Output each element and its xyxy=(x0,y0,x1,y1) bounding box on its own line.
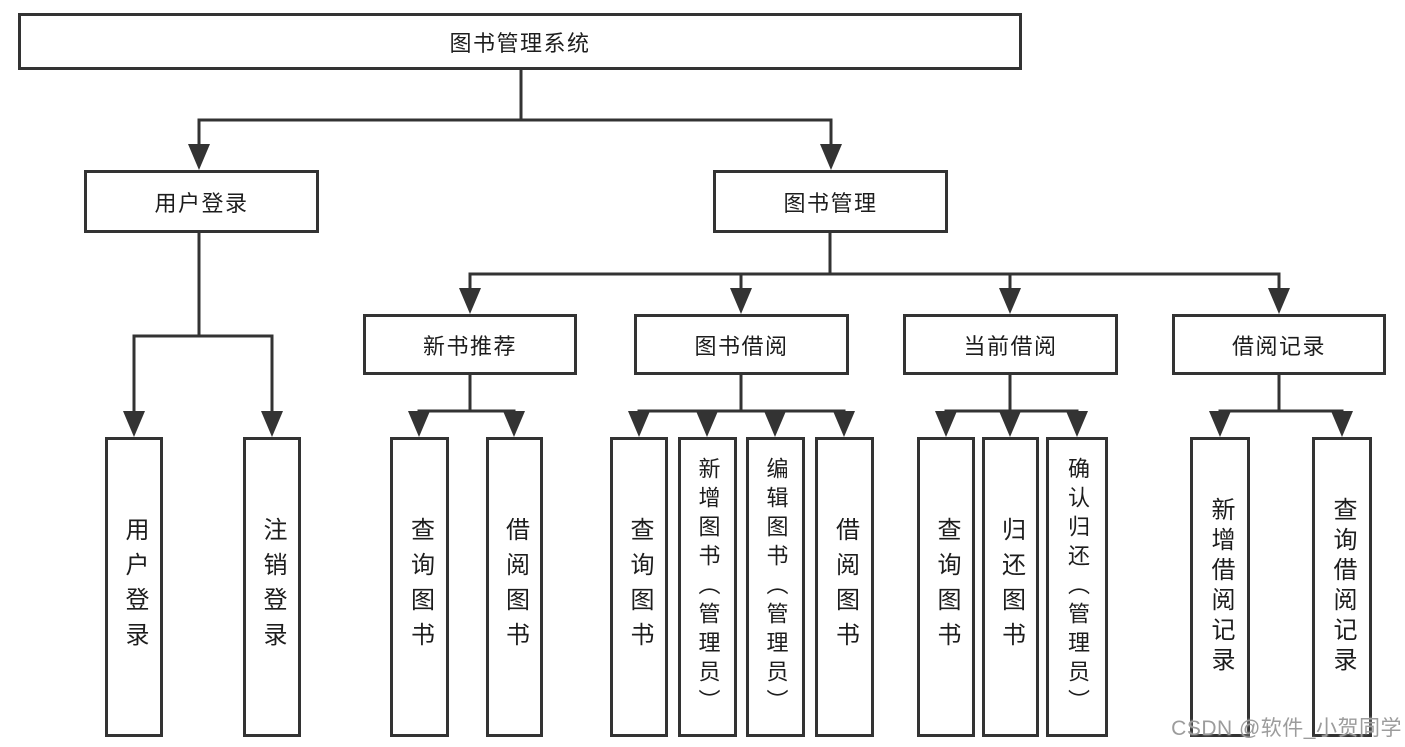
node-library-management-system: 图书管理系统 xyxy=(18,13,1022,70)
leaf-logout: 注销登录 xyxy=(243,437,301,737)
arrow-down-icon xyxy=(1066,411,1088,437)
leaf-confirm-return-admin: 确认归还（管理员） xyxy=(1046,437,1108,737)
node-current-borrow: 当前借阅 xyxy=(903,314,1118,375)
node-book-management-group: 图书管理 xyxy=(713,170,948,233)
arrow-down-icon xyxy=(503,411,525,437)
node-book-borrow: 图书借阅 xyxy=(634,314,849,375)
arrow-down-icon xyxy=(188,144,210,170)
arrow-down-icon xyxy=(999,288,1021,314)
arrow-down-icon xyxy=(730,288,752,314)
node-new-book-recommend: 新书推荐 xyxy=(363,314,577,375)
leaf-query-books-current: 查询图书 xyxy=(917,437,975,737)
node-user-login-group: 用户登录 xyxy=(84,170,319,233)
watermark: CSDN @软件_小贺同学 xyxy=(1171,717,1402,740)
leaf-borrow-books: 借阅图书 xyxy=(815,437,874,737)
leaf-edit-book-admin: 编辑图书（管理员） xyxy=(746,437,805,737)
arrow-down-icon xyxy=(820,144,842,170)
leaf-add-book-admin: 新增图书（管理员） xyxy=(678,437,737,737)
arrow-down-icon xyxy=(1331,411,1353,437)
arrow-down-icon xyxy=(261,411,283,437)
arrow-down-icon xyxy=(628,411,650,437)
arrow-down-icons xyxy=(123,144,1353,437)
arrow-down-icon xyxy=(696,411,718,437)
arrow-down-icon xyxy=(833,411,855,437)
node-borrow-records: 借阅记录 xyxy=(1172,314,1386,375)
leaf-user-login: 用户登录 xyxy=(105,437,163,737)
arrow-down-icon xyxy=(1268,288,1290,314)
arrow-down-icon xyxy=(764,411,786,437)
arrow-down-icon xyxy=(123,411,145,437)
leaf-query-books-borrow: 查询图书 xyxy=(610,437,668,737)
leaf-query-books-recommend: 查询图书 xyxy=(390,437,449,737)
arrow-down-icon xyxy=(935,411,957,437)
leaf-add-borrow-record: 新增借阅记录 xyxy=(1190,437,1250,737)
arrow-down-icon xyxy=(408,411,430,437)
leaf-return-book: 归还图书 xyxy=(982,437,1039,737)
arrow-down-icon xyxy=(999,411,1021,437)
leaf-borrow-books-recommend: 借阅图书 xyxy=(486,437,543,737)
arrow-down-icon xyxy=(459,288,481,314)
arrow-down-icon xyxy=(1209,411,1231,437)
leaf-query-borrow-record: 查询借阅记录 xyxy=(1312,437,1372,737)
